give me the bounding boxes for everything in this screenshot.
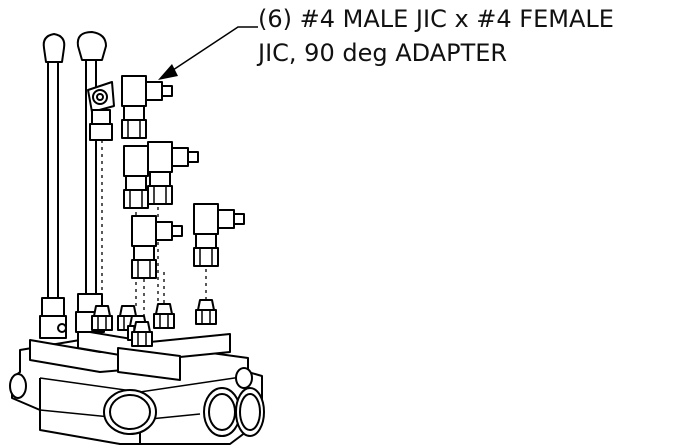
- callout-line-2: JIC, 90 deg ADAPTER: [258, 39, 508, 67]
- adapter-fitting-5: [131, 215, 183, 279]
- valve-nipple-5: [195, 299, 217, 325]
- assembly-guide-lines: [101, 140, 207, 316]
- valve-body: [9, 329, 265, 445]
- valve-nipple-6: [131, 321, 153, 347]
- adapter-fitting-4: [147, 141, 199, 205]
- valve-section-3: [117, 347, 181, 381]
- adapter-fitting-1: [121, 75, 173, 139]
- adapter-fitting-6: [193, 203, 245, 267]
- leader-arrowhead: [158, 64, 178, 80]
- callout-leader: [158, 26, 258, 80]
- adapter-fitting-2: [87, 81, 115, 141]
- part-callout-label: (6) #4 MALE JIC x #4 FEMALE JIC, 90 deg …: [258, 2, 614, 70]
- valve-nipple-1: [91, 305, 113, 331]
- callout-line-1: (6) #4 MALE JIC x #4 FEMALE: [258, 5, 614, 33]
- valve-nipple-4: [153, 303, 175, 329]
- lever-handle-left: [39, 33, 67, 339]
